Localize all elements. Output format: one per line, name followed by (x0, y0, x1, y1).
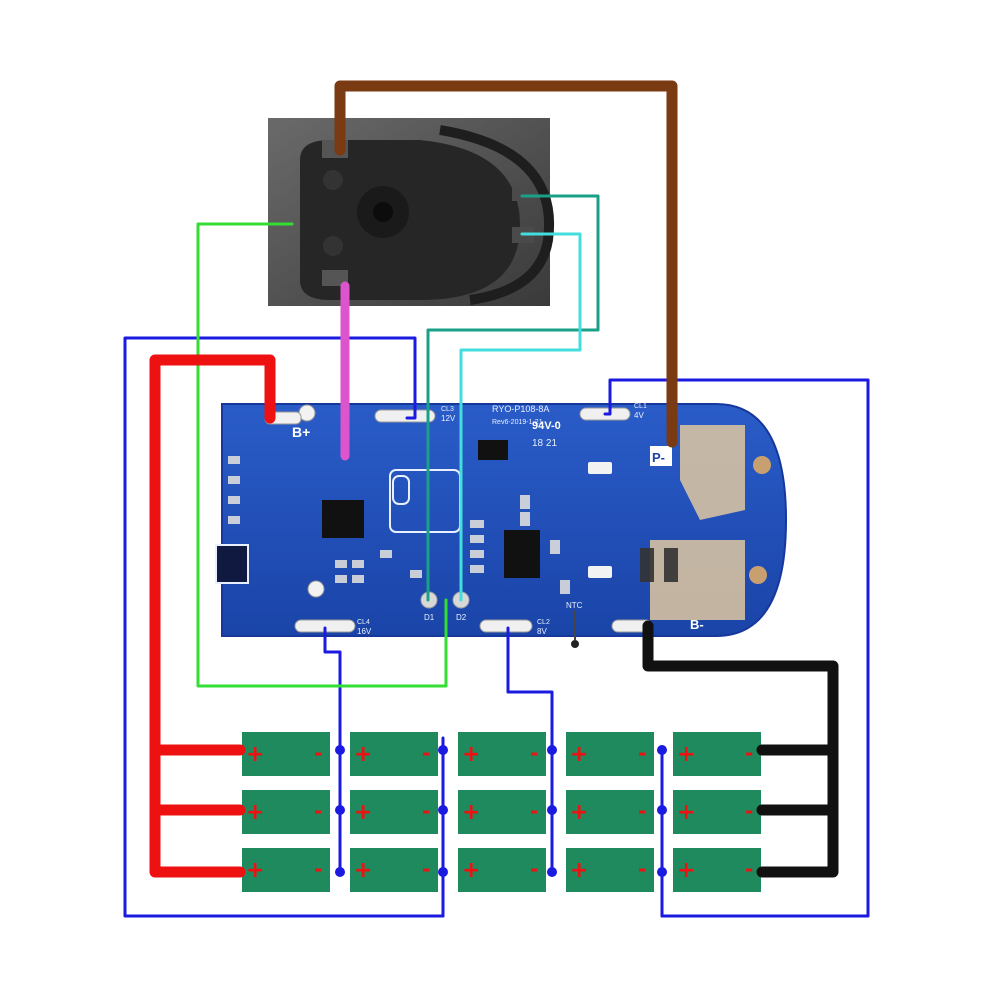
cell-positive-mark: + (462, 800, 480, 825)
cell-positive-mark: + (462, 742, 480, 767)
cell-positive-mark: + (570, 800, 588, 825)
p-minus-pad (650, 446, 672, 466)
battery-cell-grid: +-+-+-+-+-+-+-+-+-+-+-+-+-+-+- (242, 732, 761, 892)
battery-cell: +- (350, 790, 438, 834)
battery-cell: +- (242, 790, 330, 834)
cell-positive-mark: + (570, 858, 588, 883)
red-wire-main (149, 354, 276, 878)
cell-positive-mark: + (462, 858, 480, 883)
battery-cell: +- (566, 732, 654, 776)
junction-dot (335, 867, 345, 877)
battery-cell: +- (242, 848, 330, 892)
green-wire (196, 222, 448, 688)
battery-cell: +- (673, 790, 761, 834)
junction-dot (657, 745, 667, 755)
cl4-voltage: 16V (357, 627, 372, 636)
junction-dot (438, 805, 448, 815)
black-wire-main (642, 620, 839, 878)
cell-negative-mark: - (638, 799, 646, 823)
junction-dot (438, 745, 448, 755)
ntc-label: NTC (566, 601, 583, 610)
junction-dot (335, 805, 345, 815)
cell-negative-mark: - (530, 857, 538, 881)
p-minus-label: P- (652, 450, 665, 465)
board-date-code: 18 21 (532, 438, 557, 449)
cell-positive-mark: + (354, 742, 372, 767)
cl2-voltage: 8V (537, 627, 547, 636)
battery-cell: +- (566, 790, 654, 834)
junction-dot (547, 805, 557, 815)
junction-dot (335, 745, 345, 755)
bms-board: D1 D2 RYO-P108-8A Rev6-2019-1-21 94V-0 1… (215, 403, 788, 648)
b-minus-label: B- (690, 617, 704, 632)
cell-positive-mark: + (570, 742, 588, 767)
board-model-label: RYO-P108-8A (492, 404, 549, 414)
board-rating-label: 94V-0 (532, 420, 561, 432)
cl3-voltage: 12V (441, 414, 456, 423)
brown-wire (334, 80, 678, 448)
cell-negative-mark: - (638, 741, 646, 765)
junction-dot (547, 867, 557, 877)
b-plus-label: B+ (292, 424, 310, 440)
cell-negative-mark: - (422, 741, 430, 765)
cl2-name: CL2 (537, 619, 550, 626)
cell-positive-mark: + (677, 742, 695, 767)
cell-positive-mark: + (246, 858, 264, 883)
cell-negative-mark: - (314, 799, 322, 823)
cell-positive-mark: + (246, 742, 264, 767)
cl1-voltage: 4V (634, 411, 644, 420)
cell-negative-mark: - (422, 857, 430, 881)
wiring (123, 80, 870, 918)
battery-cell: +- (458, 790, 546, 834)
cell-negative-mark: - (314, 741, 322, 765)
cell-negative-mark: - (745, 857, 753, 881)
junction-dot (547, 745, 557, 755)
cl4-name: CL4 (357, 619, 370, 626)
battery-cell: +- (566, 848, 654, 892)
battery-cell: +- (350, 732, 438, 776)
battery-cell: +- (458, 732, 546, 776)
battery-cell: +- (673, 732, 761, 776)
battery-cell: +- (673, 848, 761, 892)
cl1-name: CL1 (634, 403, 647, 410)
cell-positive-mark: + (677, 800, 695, 825)
board-revision-label: Rev6-2019-1-21 (492, 419, 543, 426)
cell-positive-mark: + (354, 858, 372, 883)
battery-cell: +- (242, 732, 330, 776)
cell-negative-mark: - (422, 799, 430, 823)
cell-positive-mark: + (677, 858, 695, 883)
teal-wire (426, 194, 600, 602)
d2-label: D2 (456, 613, 467, 622)
battery-cell: +- (458, 848, 546, 892)
battery-cell: +- (350, 848, 438, 892)
cell-negative-mark: - (745, 799, 753, 823)
junction-dot (657, 867, 667, 877)
cell-positive-mark: + (246, 800, 264, 825)
cell-negative-mark: - (530, 799, 538, 823)
cell-negative-mark: - (638, 857, 646, 881)
junction-dot (438, 867, 448, 877)
cl3-name: CL3 (441, 406, 454, 413)
d1-label: D1 (424, 613, 435, 622)
cell-negative-mark: - (314, 857, 322, 881)
cell-negative-mark: - (530, 741, 538, 765)
junction-dot (657, 805, 667, 815)
cyan-wire (459, 232, 582, 602)
battery-connector-photo (268, 118, 555, 306)
cell-negative-mark: - (745, 741, 753, 765)
cell-positive-mark: + (354, 800, 372, 825)
